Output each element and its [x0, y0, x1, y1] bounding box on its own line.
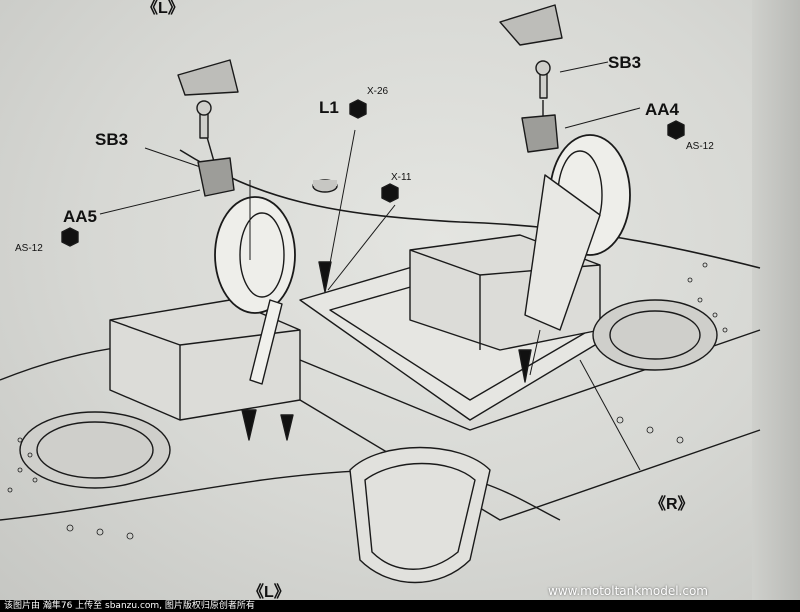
label-l-top: 《L》 [142, 0, 184, 17]
label-x26: X-26 [367, 86, 389, 97]
footer-bar: 该图片由 瀚隼76 上传至 sbanzu.com, 图片版权归原创者所有 [0, 600, 800, 612]
label-r-bottom: 《R》 [650, 496, 694, 513]
footer-credit: 该图片由 瀚隼76 上传至 sbanzu.com, 图片版权归原创者所有 [4, 601, 255, 611]
label-aa5: AA5 [63, 207, 98, 226]
label-as12-left: AS-12 [15, 243, 43, 254]
page-gutter [752, 0, 800, 600]
label-sb3-left: SB3 [95, 130, 129, 149]
label-aa4: AA4 [645, 100, 680, 119]
watermark: www.motoltankmodel.com [548, 584, 708, 598]
label-l-bottom: 《L》 [248, 584, 290, 601]
label-l1: L1 [319, 98, 339, 117]
label-x11: X-11 [391, 172, 412, 183]
label-sb3-right: SB3 [608, 53, 642, 72]
label-as12-right: AS-12 [686, 141, 714, 152]
